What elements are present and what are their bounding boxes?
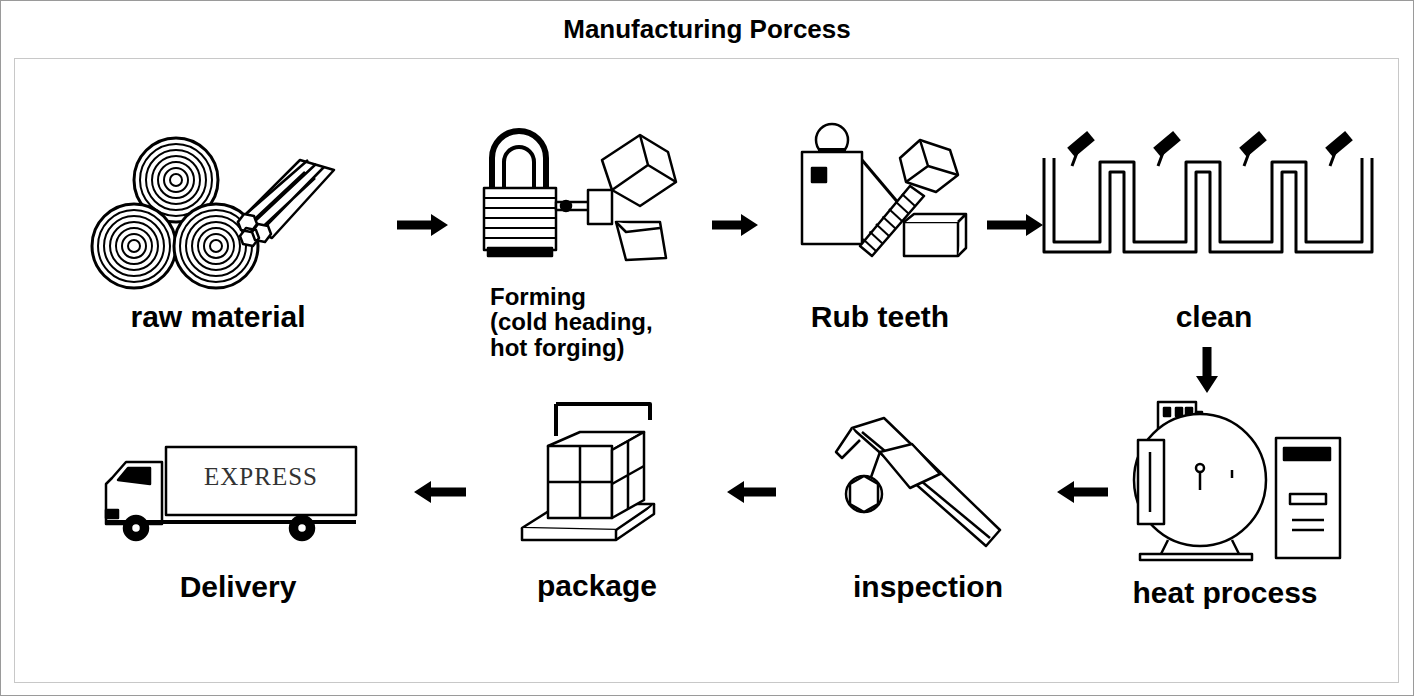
arrow-shape — [397, 214, 448, 236]
heat-process-step: heat process — [1112, 397, 1346, 615]
step-label: inspection — [853, 570, 1003, 603]
arrow-shape — [1057, 481, 1108, 503]
step-label: raw material — [130, 300, 305, 333]
heading-machine — [484, 131, 676, 260]
flow-arrow — [987, 214, 1043, 236]
delivery-step: Delivery — [100, 430, 410, 610]
vacuum-furnace — [1134, 402, 1340, 560]
delivery-truck — [106, 447, 356, 540]
raw-material-step: raw material — [100, 130, 393, 340]
flow-arrow — [414, 481, 466, 503]
flow-arrow — [712, 214, 758, 236]
step-label: Forming — [490, 284, 586, 310]
arrow-shape — [727, 481, 776, 503]
clean-step: clean — [1047, 130, 1395, 343]
forming-step: Forming(cold heading, hot forging) — [452, 130, 708, 370]
arrow-shape — [712, 214, 758, 236]
flow-arrow — [727, 481, 776, 503]
truck-lettering: EXPRESS — [204, 463, 318, 491]
step-label: Delivery — [180, 570, 297, 603]
flow-arrow — [1057, 481, 1108, 503]
vernier-caliper — [836, 418, 1000, 546]
step-label: Rub teeth — [811, 300, 949, 333]
pallet-boxes — [522, 404, 654, 540]
arrow-shape — [987, 214, 1043, 236]
arrow-shape — [414, 481, 466, 503]
thread-rolling-machine — [802, 124, 966, 256]
arrow-shape — [1196, 347, 1218, 393]
step-label: heat process — [1132, 576, 1317, 609]
cleaning-tanks — [1044, 131, 1372, 252]
flow-arrow — [397, 214, 448, 236]
inspection-step: inspection — [780, 400, 1053, 610]
rub-teeth-step: Rub teeth — [762, 130, 983, 340]
step-note: (cold heading, hot forging) — [490, 309, 668, 362]
step-label: package — [537, 569, 657, 602]
flow-arrow — [1196, 347, 1218, 393]
diagram-title: Manufacturing Porcess — [0, 14, 1414, 45]
wire-coils — [92, 138, 258, 288]
step-label: clean — [1176, 300, 1253, 333]
bar-stock — [238, 160, 334, 246]
package-step: package — [470, 396, 723, 610]
